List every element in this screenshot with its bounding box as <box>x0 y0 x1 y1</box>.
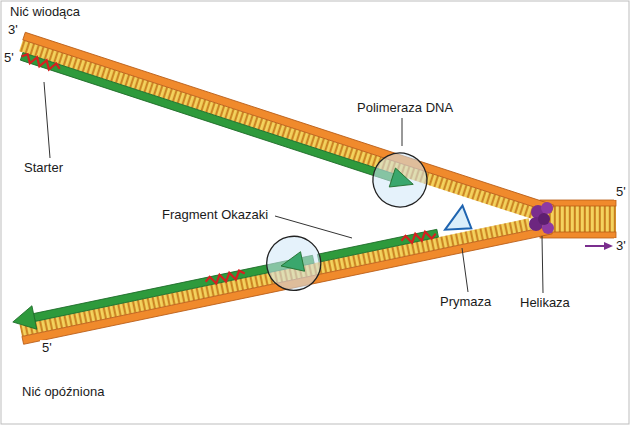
part-label: Helikaza <box>518 295 572 311</box>
part-label: Polimeraza DNA <box>355 100 455 116</box>
part-label: Starter <box>22 160 65 176</box>
leading-strand-arm <box>9 29 554 253</box>
dna-polymerase <box>366 146 434 214</box>
primase <box>441 205 471 234</box>
parental-duplex <box>540 200 616 238</box>
part-label: Fragment Okazaki <box>160 207 270 223</box>
helicase <box>529 202 613 250</box>
strand-end: 3' <box>614 238 628 254</box>
strand-arrow <box>10 306 36 334</box>
strand-end: 5' <box>2 50 16 66</box>
strand-end: 5' <box>40 340 54 356</box>
part-label: Prymaza <box>438 294 493 310</box>
strand-name: Nić wiodąca <box>8 4 82 20</box>
primer <box>205 270 246 286</box>
lagging-strand-arm <box>7 184 553 349</box>
leader-lines <box>44 82 543 293</box>
synthesis-arrow <box>279 252 305 276</box>
synthesis-arrow <box>389 168 416 194</box>
strand-end: 5' <box>614 184 628 200</box>
dna-polymerase <box>262 231 326 295</box>
primer <box>20 53 61 73</box>
primer <box>401 230 437 245</box>
strand-name: Nić opóźniona <box>20 384 106 400</box>
strand-end: 3' <box>6 22 20 38</box>
